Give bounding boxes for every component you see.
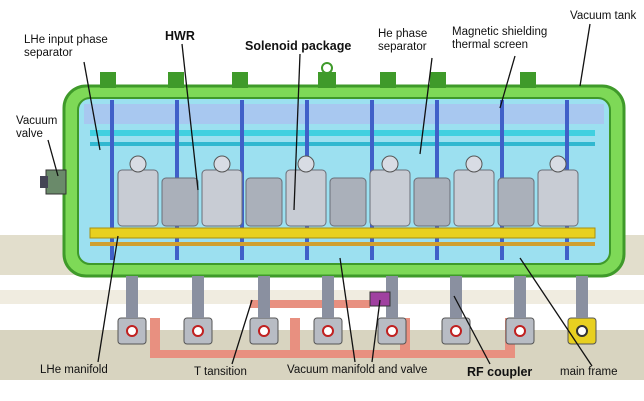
label-vacuum-manifold: Vacuum manifold and valve	[287, 364, 428, 376]
label-rf-coupler: RF coupler	[467, 365, 533, 379]
label-lhe-manifold: LHe manifold	[40, 364, 108, 376]
label-he-phase-separator: He phase separator	[378, 28, 428, 53]
label-lhe-input-phase-separator: LHe input phase separator	[24, 34, 108, 59]
top-flanges	[100, 62, 536, 88]
label-magnetic-shielding: Magnetic shielding thermal screen	[452, 26, 548, 51]
cavities	[117, 155, 579, 227]
label-hwr: HWR	[165, 29, 195, 43]
rf-couplers	[117, 276, 597, 345]
manifold-valve	[369, 291, 391, 307]
yellow-rail	[89, 227, 596, 246]
leader-lines	[47, 23, 593, 367]
label-vacuum-valve: Vacuum valve	[16, 115, 58, 140]
label-vacuum-tank: Vacuum tank	[570, 10, 637, 22]
label-t-transition: T tansition	[194, 366, 247, 378]
cyan-pipes	[90, 130, 595, 146]
vacuum-valve-part	[40, 169, 67, 195]
label-solenoid-package: Solenoid package	[245, 39, 352, 53]
label-main-frame: main frame	[560, 366, 618, 378]
